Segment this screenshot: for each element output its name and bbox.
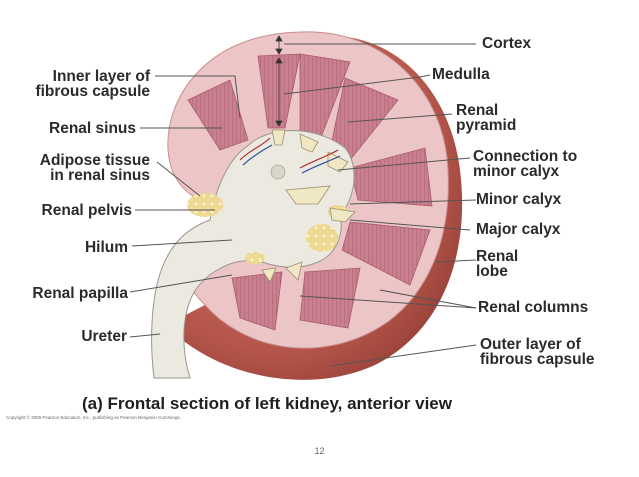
label-renal-columns: Renal columns [478,299,589,316]
label-medulla: Medulla [432,66,490,83]
label-major-calyx: Major calyx [476,221,561,238]
copyright-text: Copyright © 2009 Pearson Education, Inc.… [6,415,181,420]
label-hilum: Hilum [84,239,128,256]
label-renal-lobe: Renal lobe [476,248,519,280]
label-renal-sinus: Renal sinus [49,120,136,137]
blood-vessels [239,137,341,174]
figure-caption: (a) Frontal section of left kidney, ante… [82,394,452,413]
label-renal-pyramid: Renal pyramid [456,102,517,134]
cortex-arrows [275,35,283,127]
label-adipose: Adipose tissue in renal sinus [39,152,150,184]
label-renal-pelvis: Renal pelvis [41,202,132,219]
label-minor-calyx: Minor calyx [476,191,562,208]
renal-pyramids [187,53,433,331]
label-cortex: Cortex [482,35,532,52]
page-number: 12 [314,446,325,456]
label-inner-layer: Inner layer of fibrous capsule [35,68,150,100]
sinus-cavity [270,164,286,180]
label-ureter: Ureter [81,328,127,345]
label-outer-layer: Outer layer of fibrous capsule [480,336,595,368]
label-connection: Connection to minor calyx [473,148,578,180]
leader-lines [129,43,477,367]
minor-calyces [261,129,356,283]
label-renal-papilla: Renal papilla [32,285,128,302]
